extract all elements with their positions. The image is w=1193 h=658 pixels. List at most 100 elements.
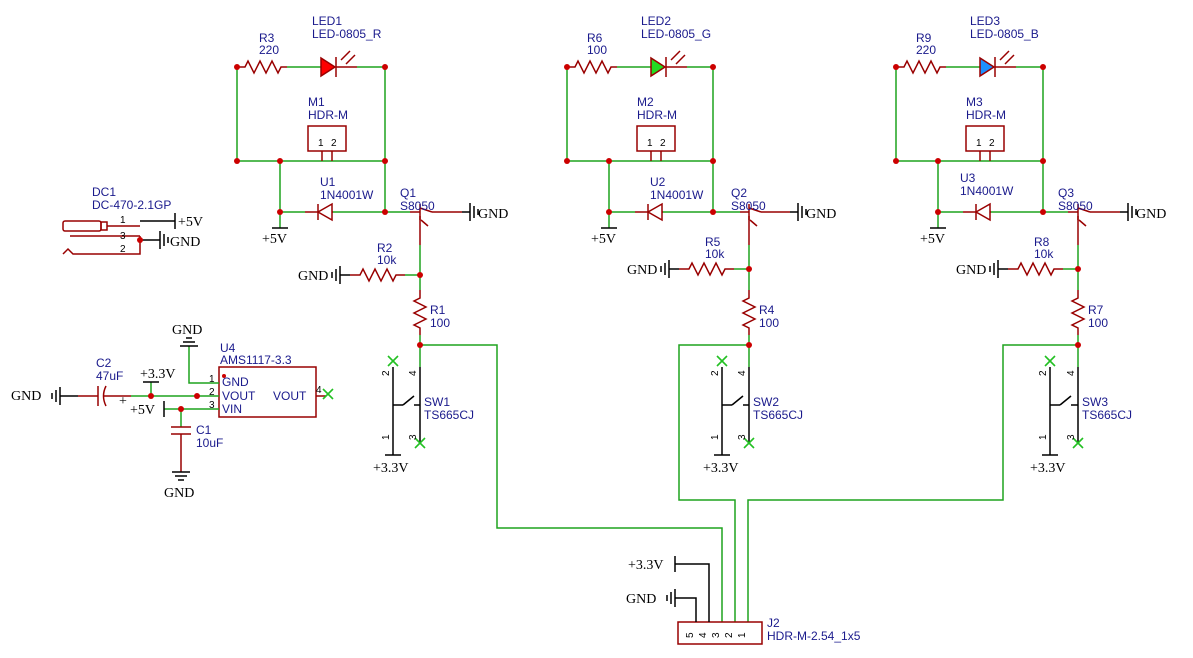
net-gnd-label-c2: GND (11, 389, 41, 404)
net-gnd-label-dc: GND (170, 235, 200, 250)
u3-value: 1N4001W (960, 184, 1014, 198)
c1-ref: C1 (196, 423, 212, 437)
net-gnd-label-r8: GND (956, 263, 986, 278)
j2-pin3: 3 (711, 632, 722, 638)
r8-ref: R8 (1034, 235, 1050, 249)
u4-value: AMS1117-3.3 (220, 353, 292, 367)
sw1-value: TS665CJ (424, 408, 474, 422)
c2-value: 47uF (96, 369, 123, 383)
net-33v-label-2: +3.3V (703, 461, 739, 476)
gnd-q3: GND (1120, 203, 1166, 222)
sw1-pin1: 1 (381, 434, 392, 440)
r9-ref: R9 (916, 31, 932, 45)
net-gnd-label-q3: GND (1136, 207, 1166, 222)
resistor-r8: R8 10k (1008, 235, 1063, 277)
j2-value: HDR-M-2.54_1x5 (767, 629, 861, 643)
switch-sw3: 2 4 1 3 SW3 TS665CJ (1038, 355, 1132, 455)
net-5v-label-2: +5V (591, 232, 616, 247)
transistor-q2: Q2 S8050 (731, 186, 790, 245)
sw3-pin1: 1 (1038, 434, 1049, 440)
channel-green: R6 100 LED2 LED-0805_G 1 2 M2 HDR-M U2 (564, 14, 836, 622)
net-gnd-label-j2: GND (626, 592, 656, 607)
net-5v-label-u4: +5V (130, 403, 155, 418)
m2-pin1: 1 (647, 138, 653, 149)
r3-ref: R3 (259, 31, 275, 45)
sw2-value: TS665CJ (753, 408, 803, 422)
m1-ref: M1 (308, 95, 325, 109)
r2-value: 10k (377, 253, 397, 267)
u1-ref: U1 (320, 175, 336, 189)
sw1-pin2: 2 (381, 370, 392, 376)
u4-pin-vout-name: VOUT (222, 389, 256, 403)
net-33v-label-j2: +3.3V (628, 558, 664, 573)
header-m1: 1 2 M1 HDR-M (307, 95, 348, 161)
resistor-r3: R3 220 (237, 31, 287, 75)
c2-plus: + (119, 394, 127, 409)
u2-value: 1N4001W (650, 188, 704, 202)
led1-ref: LED1 (312, 14, 342, 28)
regulator-u4: U4 AMS1117-3.3 GND VOUT VIN VOUT 1 2 3 4… (130, 323, 334, 427)
m1-pin2: 2 (331, 138, 337, 149)
resistor-r2: R2 10k (350, 241, 405, 283)
j2-pin2: 2 (724, 632, 735, 638)
sw2-pin1: 1 (710, 434, 721, 440)
resistor-r9: R9 220 (896, 31, 946, 75)
u4-pin-vin-name: VIN (222, 402, 242, 416)
transistor-q3: Q3 S8050 (1058, 186, 1120, 245)
dc1-ref: DC1 (92, 185, 116, 199)
gnd-r8: GND (956, 260, 1008, 278)
transistor-q1: Q1 S8050 (400, 186, 462, 245)
u4-pin4: 4 (316, 385, 322, 396)
net-33v-label-3: +3.3V (1030, 461, 1066, 476)
capacitor-c1: C1 10uF GND (164, 423, 223, 501)
r1-ref: R1 (430, 303, 446, 317)
sw3-pin3: 3 (1066, 434, 1077, 440)
sw3-pin4: 4 (1066, 370, 1077, 376)
u3-ref: U3 (960, 171, 976, 185)
u4-pin-gnd-name: GND (222, 375, 249, 389)
r4-ref: R4 (759, 303, 775, 317)
net-33v-label-1: +3.3V (373, 461, 409, 476)
u4-pin2: 2 (209, 387, 215, 398)
header-m3: 1 2 M3 HDR-M (965, 95, 1006, 161)
r7-value: 100 (1088, 316, 1108, 330)
junctions-ch3 (893, 64, 1081, 348)
led2-value: LED-0805_G (641, 27, 711, 41)
q3-ref: Q3 (1058, 186, 1074, 200)
diode-u2: U2 1N4001W (635, 175, 704, 222)
u4-pin1: 1 (209, 374, 215, 385)
u4-pin3: 3 (209, 400, 215, 411)
switch-sw1: 2 4 1 3 SW1 TS665CJ (381, 355, 474, 455)
net-gnd-label-r5: GND (627, 263, 657, 278)
j2-pin1: 1 (737, 632, 748, 638)
channel-red: R3 220 LED1 LED-0805_R 1 2 M1 HDR-M U1 (234, 14, 723, 622)
m1-pin1: 1 (318, 138, 324, 149)
switch-sw2: 2 4 1 3 SW2 TS665CJ (710, 355, 803, 455)
sw3-value: TS665CJ (1082, 408, 1132, 422)
gnd-q1: GND (462, 203, 508, 222)
dc1-pin3: 3 (120, 231, 126, 242)
u4-pin-vout2-name: VOUT (273, 389, 307, 403)
power-33v-1: +3.3V (373, 454, 409, 476)
m3-value: HDR-M (966, 108, 1006, 122)
resistor-r7: R7 100 (1070, 290, 1108, 335)
dc1-pin1: 1 (120, 215, 126, 226)
r2-ref: R2 (377, 241, 393, 255)
sw1-pin4: 4 (408, 370, 419, 376)
led3-value: LED-0805_B (970, 27, 1039, 41)
dc1-pin2: 2 (120, 244, 126, 255)
dc-jack-dc1: 1 3 2 +5V GND DC1 DC-470-2.1GP (62, 185, 203, 255)
gnd-r5: GND (627, 260, 679, 278)
j2-ref: J2 (767, 616, 780, 630)
r1-value: 100 (430, 316, 450, 330)
q3-value: S8050 (1058, 199, 1093, 213)
power-5v-2: +5V (591, 227, 617, 247)
resistor-r4: R4 100 (741, 290, 779, 335)
diode-u1: U1 1N4001W (305, 175, 374, 222)
power-33v-3: +3.3V (1030, 454, 1066, 476)
net-5v-label-3: +5V (920, 232, 945, 247)
q1-value: S8050 (400, 199, 435, 213)
sw1-ref: SW1 (424, 395, 450, 409)
sw2-pin4: 4 (737, 370, 748, 376)
resistor-r6: R6 100 (567, 31, 617, 75)
